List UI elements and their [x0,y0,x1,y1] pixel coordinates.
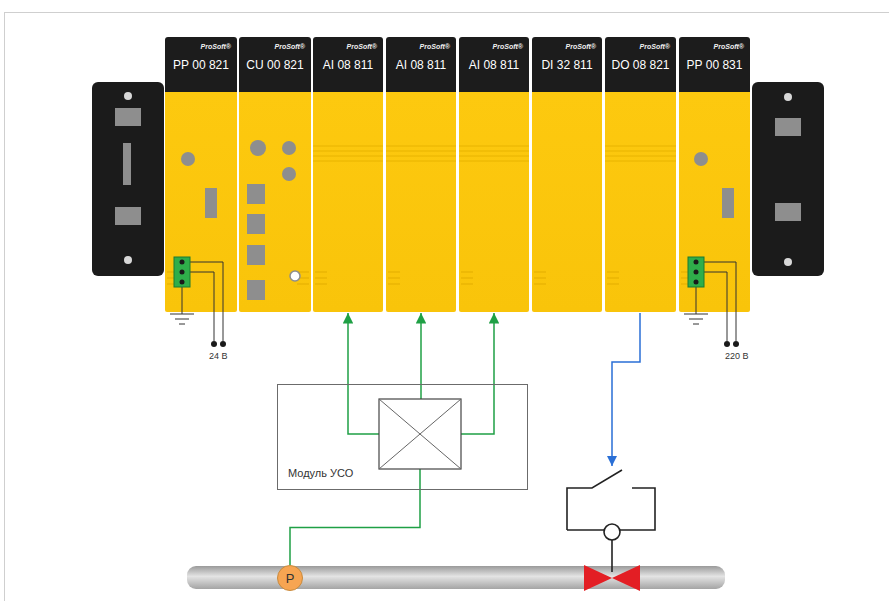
io-module-box: Модуль УСО [277,384,528,490]
brand-logo: ProSoft® [347,43,377,50]
analog-input-module: ProSoft® AI 08 811 [313,37,383,312]
digital-input-module: ProSoft® DI 32 811 [532,37,602,312]
module-detail [165,37,237,312]
signal-line [420,313,422,399]
module-name: DO 08 821 [611,58,669,72]
module-detail [313,37,383,312]
module-name: DI 32 811 [541,58,592,72]
right-bracket [752,82,824,276]
actuator-switch [567,470,655,572]
analog-input-module: ProSoft® AI 08 811 [386,37,456,312]
node-label: P [286,571,295,586]
signal-line [348,313,379,434]
module-name: PP 00 821 [173,58,229,72]
signal-line [290,469,420,565]
module-detail [459,37,529,312]
node-label: Модуль УСО [286,467,355,479]
module-name: AI 08 811 [396,58,446,72]
voltage-label: 220 В [725,351,749,361]
control-line [612,313,640,466]
module-name: PP 00 831 [687,58,743,72]
brand-logo: ProSoft® [420,43,450,50]
power-module: ProSoft® PP 00 821 [165,37,237,312]
brand-logo: ProSoft® [640,43,670,50]
module-detail [386,37,456,312]
digital-output-module: ProSoft® DO 08 821 [605,37,676,312]
power-module: ProSoft® PP 00 831 [679,37,750,312]
signal-line [461,313,494,434]
module-name: AI 08 811 [323,58,373,72]
module-detail [605,37,676,312]
module-detail [239,37,311,312]
brand-logo: ProSoft® [714,43,744,50]
pipe [187,566,725,589]
module-detail [679,37,750,312]
module-detail [532,37,602,312]
module-name: AI 08 811 [469,58,519,72]
module-name: CU 00 821 [246,58,303,72]
voltage-label: 24 В [209,351,228,361]
brand-logo: ProSoft® [201,43,231,50]
brand-logo: ProSoft® [275,43,305,50]
cpu-module: ProSoft® CU 00 821 [239,37,311,312]
pressure-sensor: P [277,565,303,591]
brand-logo: ProSoft® [566,43,596,50]
left-bracket [92,82,164,276]
analog-input-module: ProSoft® AI 08 811 [459,37,529,312]
brand-logo: ProSoft® [493,43,523,50]
